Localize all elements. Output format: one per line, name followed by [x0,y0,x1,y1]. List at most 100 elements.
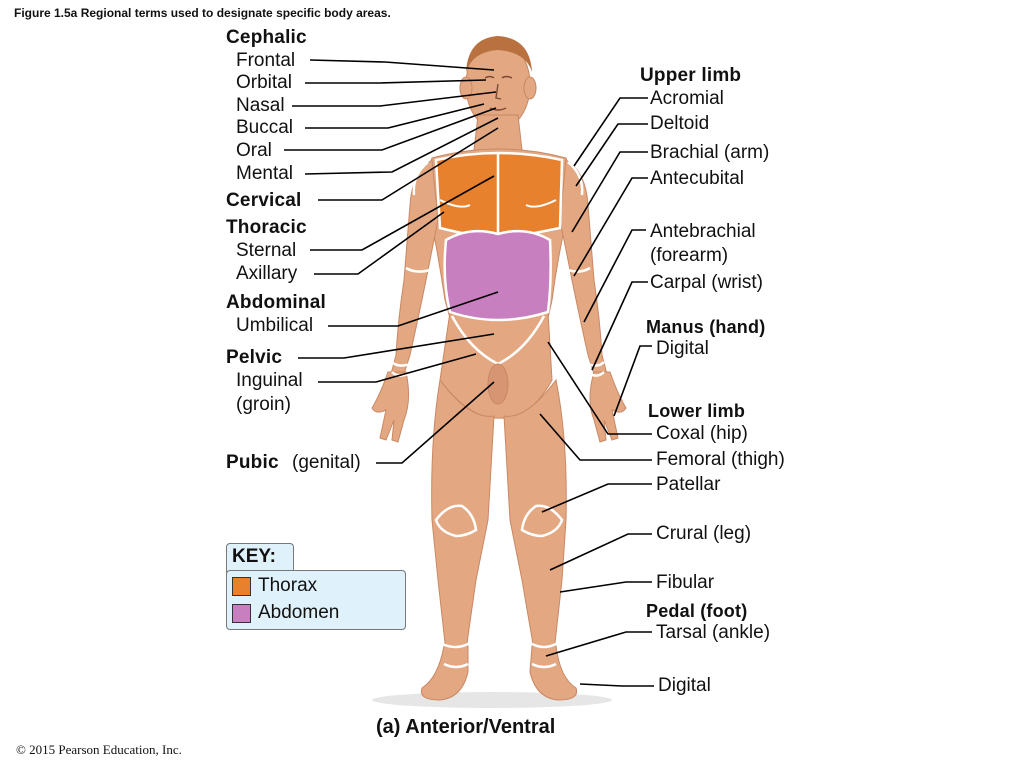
label-brachial: Brachial (arm) [650,142,770,163]
left-hand [371,371,410,443]
acromial-outline-left [412,161,429,196]
label-lower-limb: Lower limb [648,401,746,421]
key-label-thorax: Thorax [258,575,318,596]
pectoral-lines [439,199,557,208]
leader-orbital [305,79,487,84]
left-leader-lines [284,59,499,464]
leader-axillary [314,211,445,275]
label-sternal: Sternal [236,240,297,261]
leader-antecubital [573,177,648,277]
carpal-outline-right [587,361,605,377]
right-ear [523,76,537,100]
label-orbital: Orbital [236,72,292,93]
leader-coxal [547,341,652,435]
leader-carpal [591,281,648,371]
leader-pelvic [298,333,495,359]
leader-nasal [292,91,497,107]
label-groin: (groin) [236,394,291,415]
patellar-outline-right [520,504,564,538]
label-fibular: Fibular [656,572,715,593]
leader-cervical [318,127,499,201]
leader-femoral [539,413,652,461]
label-acromial: Acromial [650,88,724,109]
leader-mental [304,117,499,175]
leader-deltoid [575,123,648,187]
label-forearm: (forearm) [650,245,729,266]
right-hand [589,371,627,443]
label-pubic: Pubic [226,452,279,473]
view-title: (a) Anterior/Ventral [376,716,556,738]
label-digital-hand: Digital [656,338,709,359]
label-tarsal: Tarsal (ankle) [656,622,771,643]
leader-acromial [573,97,648,167]
label-antecubital: Antecubital [650,168,745,189]
antecubital-outline-right [567,266,591,273]
left-ear [459,76,473,100]
leader-frontal [309,59,495,71]
label-crural: Crural (leg) [656,523,752,544]
tarsal-outline-left [441,642,469,669]
label-oral: Oral [236,140,272,161]
label-cervical: Cervical [226,190,302,211]
leader-fibular [559,581,652,593]
label-nasal: Nasal [236,95,285,116]
label-digital-foot: Digital [658,675,711,696]
label-manus: Manus (hand) [646,317,766,337]
leader-antebrachial [583,229,646,323]
genital-region [487,363,509,405]
hair [466,36,532,72]
antecubital-outline-left [405,266,431,273]
neck [473,114,523,151]
label-cephalic: Cephalic [226,27,307,48]
label-carpal: Carpal (wrist) [650,272,763,293]
leader-pubic [376,381,495,464]
label-umbilical: Umbilical [236,315,314,336]
label-frontal: Frontal [236,50,296,71]
label-axillary: Axillary [236,263,298,284]
leader-digital-foot [579,683,654,687]
leader-tarsal [545,631,652,657]
leader-sternal [310,175,495,251]
label-thoracic: Thoracic [226,217,307,238]
label-femoral: Femoral (thigh) [656,449,785,470]
key-tab [226,543,294,574]
key-label-abdomen: Abdomen [258,602,340,623]
label-coxal: Coxal (hip) [656,423,748,444]
acromial-outline-right [567,161,584,196]
leader-crural [549,533,652,571]
label-genital: (genital) [292,452,361,473]
region-outlines [391,161,605,669]
copyright: © 2015 Pearson Education, Inc. [16,742,182,757]
label-upper-limb: Upper limb [640,65,742,86]
thorax-swatch [232,577,251,596]
leader-brachial [571,151,648,233]
abdomen-region [443,229,552,322]
leader-oral [284,107,497,151]
figure-caption: Figure 1.5a Regional terms used to desig… [14,6,391,20]
leader-patellar [541,483,652,513]
leader-inguinal [318,353,477,383]
label-buccal: Buccal [236,117,294,138]
face-features [484,75,513,111]
key-title: KEY: [232,546,276,567]
leader-umbilical [328,291,499,327]
label-mental: Mental [236,163,294,184]
left-leg [431,378,495,653]
label-antebrachial: Antebrachial [650,221,756,242]
right-foot [529,645,578,701]
label-patellar: Patellar [656,474,721,495]
label-pelvic: Pelvic [226,347,283,368]
left-foot [420,645,469,701]
label-deltoid: Deltoid [650,113,710,134]
label-abdominal: Abdominal [226,292,326,313]
patellar-outline-left [434,504,478,538]
right-leg [503,378,567,653]
key-box [226,570,406,630]
leader-buccal [305,103,485,129]
label-inguinal: Inguinal [236,370,303,391]
right-leader-lines [539,97,654,687]
leader-digital-hand [613,345,652,417]
abdomen-swatch [232,604,251,623]
tarsal-outline-right [531,642,557,669]
